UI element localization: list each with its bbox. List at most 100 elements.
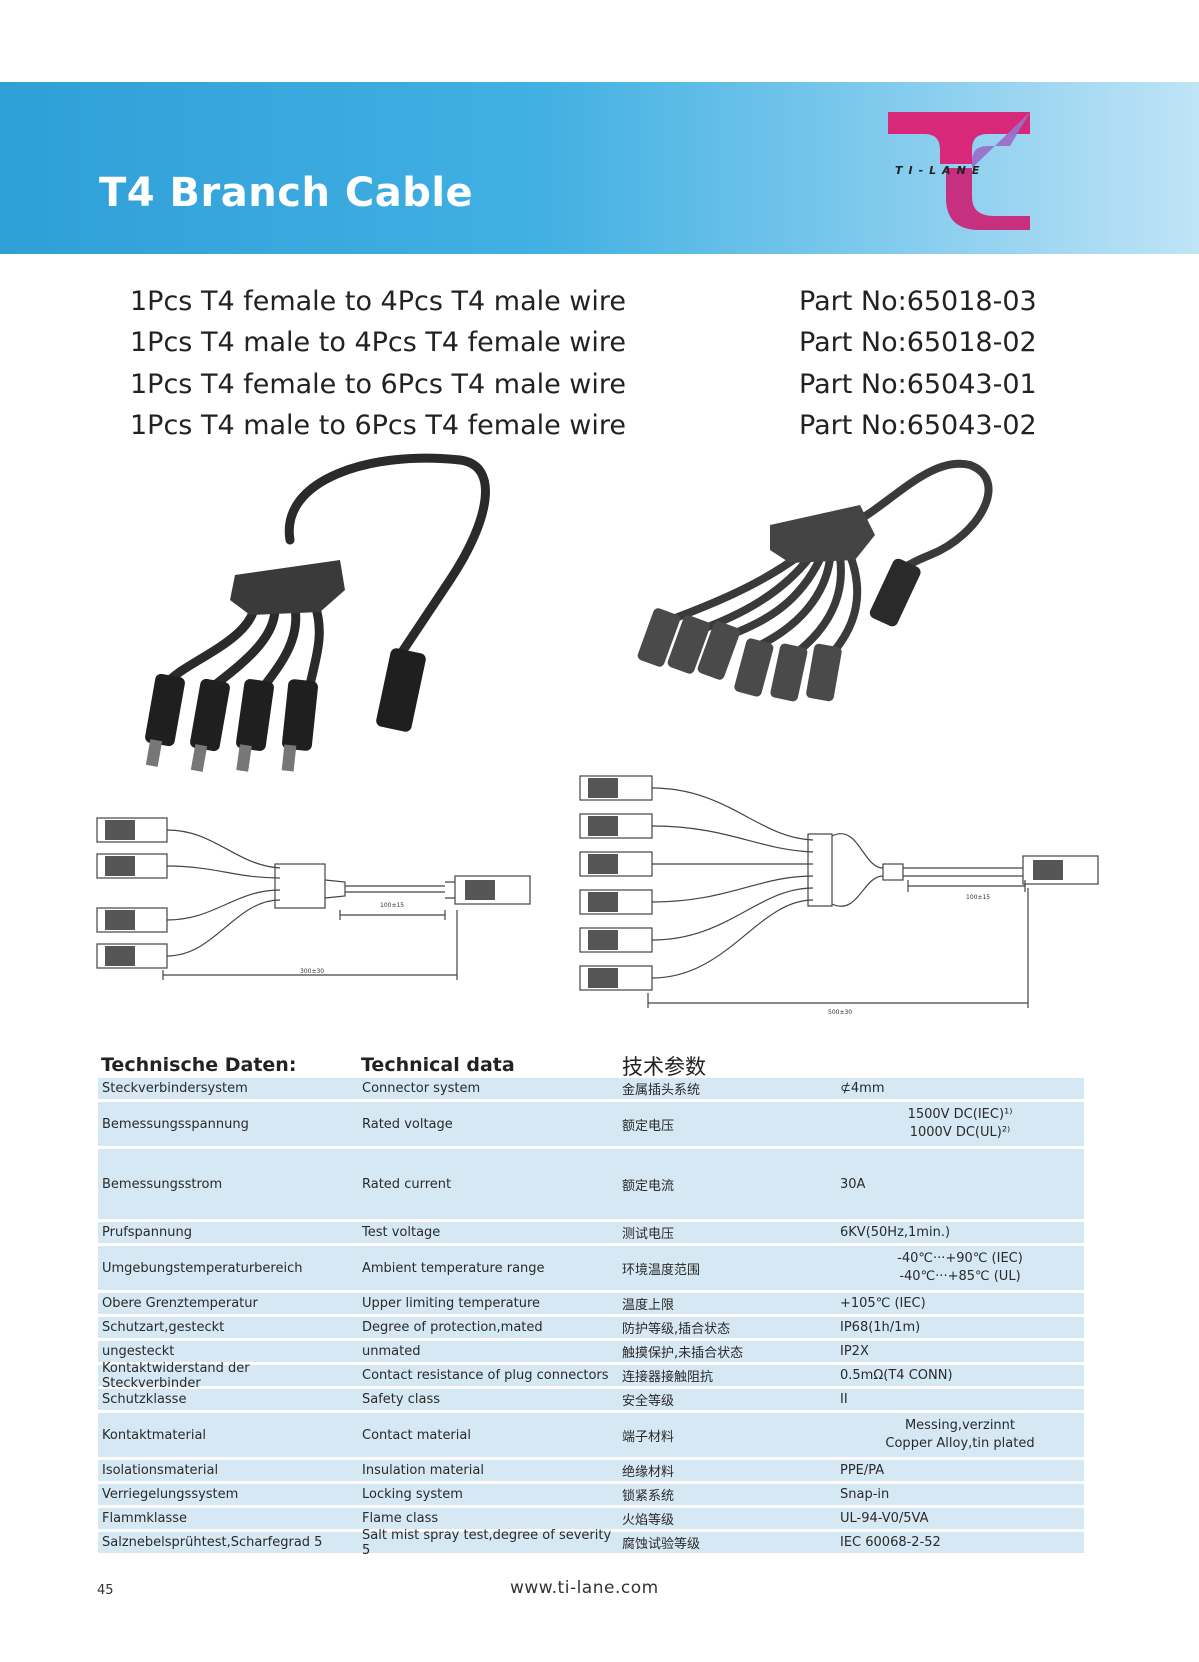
cell-de: Umgebungstemperaturbereich	[102, 1260, 303, 1276]
cell-en: Insulation material	[362, 1463, 484, 1478]
page-title: T4 Branch Cable	[99, 170, 474, 216]
cell-de: Isolationsmaterial	[102, 1463, 219, 1478]
cell-zh: 防护等级,插合状态	[622, 1322, 731, 1337]
table-row: Schutzart,gesteckt Degree of protection,…	[98, 1317, 1084, 1338]
cell-en: Salt mist spray test,degree of severity …	[362, 1527, 612, 1558]
value-line-1: -40℃···+90℃ (IEC)	[897, 1251, 1023, 1266]
value-line-2: 1000V DC(UL)²⁾	[909, 1125, 1011, 1140]
value-line-1: 1500V DC(IEC)¹⁾	[907, 1107, 1013, 1122]
right-dim-long: 500±30	[828, 1009, 852, 1016]
product-desc-3: 1Pcs T4 female to 6Pcs T4 male wire	[130, 369, 627, 400]
cell-en: Connector system	[362, 1081, 481, 1096]
table-row: Isolationsmaterial Insulation material 绝…	[98, 1460, 1084, 1481]
cell-value: PPE/PA	[840, 1463, 885, 1478]
cell-zh: 测试电压	[622, 1227, 675, 1242]
cell-de: Steckverbindersystem	[102, 1081, 248, 1096]
part-no-1: Part No:65018-03	[799, 286, 1037, 317]
cell-zh: 触摸保护,未插合状态	[622, 1346, 744, 1361]
page-number: 45	[97, 1583, 114, 1598]
cell-de: Schutzklasse	[102, 1392, 187, 1407]
cell-de: Bemessungsspannung	[102, 1116, 249, 1132]
table-row: Kontaktwiderstand der Steckverbinder Con…	[98, 1360, 1084, 1391]
table-row: Bemessungsspannung Rated voltage 额定电压 15…	[98, 1102, 1084, 1146]
photo-4way-branch-cable	[145, 453, 490, 772]
table-row: ungesteckt unmated 触摸保护,未插合状态 IP2X	[98, 1341, 1084, 1362]
cell-en: Flame class	[362, 1511, 439, 1526]
cell-en: Rated voltage	[362, 1116, 453, 1132]
product-desc-4: 1Pcs T4 male to 6Pcs T4 female wire	[130, 410, 627, 441]
tech-data-table: Steckverbindersystem Connector system 金属…	[98, 1078, 1084, 1558]
value-line-2: Copper Alloy,tin plated	[885, 1436, 1035, 1451]
cell-value: IP68(1h/1m)	[840, 1320, 921, 1335]
cell-en: Test voltage	[362, 1225, 441, 1240]
cell-en: Locking system	[362, 1487, 463, 1502]
cell-zh: 端子材料	[622, 1429, 675, 1445]
cell-de: Kontaktmaterial	[102, 1427, 207, 1443]
cell-en: Contact resistance of plug connectors	[362, 1368, 609, 1383]
cell-en: Degree of protection,mated	[362, 1320, 543, 1335]
cell-de: Verriegelungssystem	[102, 1487, 239, 1502]
cell-de: Bemessungsstrom	[102, 1176, 223, 1192]
website-url: www.ti-lane.com	[510, 1578, 659, 1598]
ti-lane-logo	[888, 112, 1030, 230]
cell-value: IEC 60068-2-52	[840, 1535, 941, 1550]
product-desc-1: 1Pcs T4 female to 4Pcs T4 male wire	[130, 286, 627, 317]
cell-de: Flammklasse	[102, 1511, 188, 1526]
part-no-3: Part No:65043-01	[799, 369, 1037, 400]
cell-value: 0.5mΩ(T4 CONN)	[840, 1368, 953, 1383]
table-row: Steckverbindersystem Connector system 金属…	[98, 1078, 1084, 1099]
cell-zh: 环境温度范围	[622, 1262, 701, 1278]
cell-en: Upper limiting temperature	[362, 1296, 541, 1311]
cell-de: ungesteckt	[102, 1344, 175, 1359]
tech-heading-zh: 技术参数	[622, 1055, 706, 1079]
cell-en: Safety class	[362, 1392, 440, 1407]
cell-value: Snap-in	[840, 1487, 890, 1502]
table-row: Obere Grenztemperatur Upper limiting tem…	[98, 1293, 1084, 1314]
cell-en: Ambient temperature range	[362, 1260, 545, 1276]
cell-zh: 火焰等级	[622, 1513, 675, 1528]
cell-en: Rated current	[362, 1176, 452, 1192]
cell-zh: 腐蚀试验等级	[622, 1537, 701, 1552]
cell-value: 1500V DC(IEC)¹⁾ 1000V DC(UL)²⁾	[840, 1102, 1080, 1146]
photo-6way-branch-cable	[637, 459, 993, 702]
left-dim-long: 300±30	[300, 968, 324, 975]
table-row: Flammklasse Flame class 火焰等级 UL-94-V0/5V…	[98, 1508, 1084, 1529]
cell-de: Obere Grenztemperatur	[102, 1296, 258, 1311]
drawing-6way-dimensions: 100±15 500±30	[579, 775, 1099, 1016]
table-row: Prufspannung Test voltage 测试电压 6KV(50Hz,…	[98, 1222, 1084, 1243]
cell-de: Prufspannung	[102, 1225, 192, 1240]
table-row: Bemessungsstrom Rated current 额定电流 30A	[98, 1149, 1084, 1219]
cell-value: IP2X	[840, 1344, 869, 1359]
table-row: Verriegelungssystem Locking system 锁紧系统 …	[98, 1484, 1084, 1505]
drawing-4way-dimensions: 100±15 300±30	[96, 817, 531, 980]
cell-value: -40℃···+90℃ (IEC) -40℃···+85℃ (UL)	[840, 1246, 1080, 1290]
tech-heading-en: Technical data	[361, 1054, 515, 1076]
part-no-2: Part No:65018-02	[799, 327, 1037, 358]
logo-text: TI-LANE	[895, 164, 986, 177]
tech-heading-de: Technische Daten:	[101, 1054, 297, 1076]
cell-zh: 锁紧系统	[622, 1489, 675, 1504]
cell-value: ⊄4mm	[840, 1081, 885, 1096]
cell-zh: 绝缘材料	[622, 1465, 675, 1480]
cell-value: UL-94-V0/5VA	[840, 1511, 929, 1526]
cell-de: Salznebelsprühtest,Scharfegrad 5	[102, 1535, 323, 1550]
cell-value: +105℃ (IEC)	[840, 1296, 926, 1311]
cell-zh: 金属插头系统	[622, 1083, 701, 1098]
value-line-1: Messing,verzinnt	[904, 1418, 1016, 1433]
cell-zh: 额定电压	[622, 1118, 675, 1134]
cell-zh: 额定电流	[622, 1178, 675, 1194]
table-row: Salznebelsprühtest,Scharfegrad 5 Salt mi…	[98, 1527, 1084, 1558]
cell-zh: 安全等级	[622, 1394, 675, 1409]
cell-zh: 连接器接触阻抗	[622, 1370, 714, 1385]
table-row: Schutzklasse Safety class 安全等级 II	[98, 1389, 1084, 1410]
table-row: Umgebungstemperaturbereich Ambient tempe…	[98, 1246, 1084, 1290]
right-dim-short: 100±15	[966, 894, 990, 901]
part-no-4: Part No:65043-02	[799, 410, 1037, 441]
cell-de: Kontaktwiderstand der Steckverbinder	[102, 1360, 250, 1391]
cell-en: unmated	[362, 1344, 421, 1359]
cell-zh: 温度上限	[622, 1298, 675, 1313]
table-row: Kontaktmaterial Contact material 端子材料 Me…	[98, 1413, 1084, 1457]
cell-value: 6KV(50Hz,1min.)	[840, 1225, 951, 1240]
left-dim-short: 100±15	[380, 902, 404, 909]
cell-value: II	[840, 1392, 848, 1407]
